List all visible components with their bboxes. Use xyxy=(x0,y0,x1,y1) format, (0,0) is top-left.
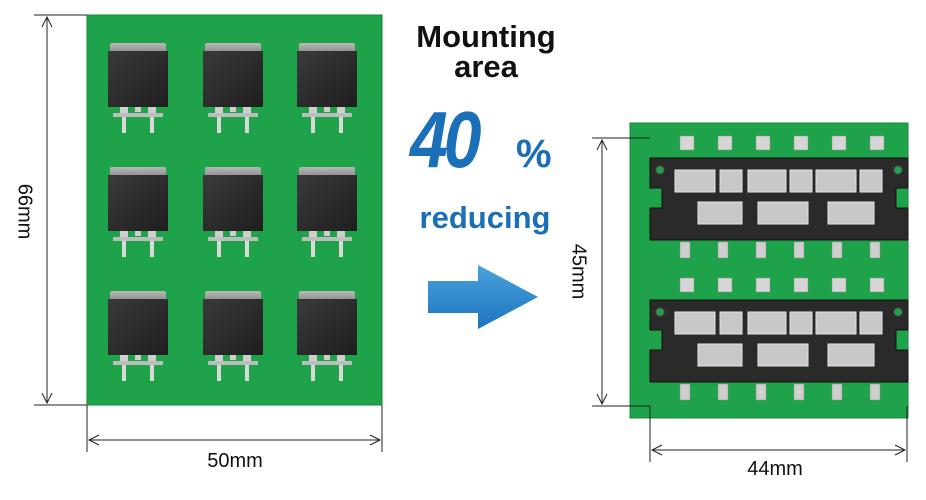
power-package xyxy=(108,43,168,133)
left-width-dimension xyxy=(86,405,383,452)
power-package xyxy=(108,291,168,381)
power-module xyxy=(649,135,909,259)
power-package xyxy=(297,43,357,133)
left-height-dimension xyxy=(34,14,87,406)
percent-figure: 40% xyxy=(410,100,580,180)
title-line-2: area xyxy=(454,49,518,84)
power-package xyxy=(297,167,357,257)
power-module xyxy=(649,277,909,401)
power-package xyxy=(203,43,263,133)
right-pcb-modules xyxy=(649,135,909,401)
title-line-1: Mounting xyxy=(416,19,556,54)
reducing-label: reducing xyxy=(419,200,551,235)
right-width-dimension xyxy=(649,406,908,462)
left-height-label: 66mm xyxy=(13,183,36,240)
left-width-label: 50mm xyxy=(207,450,263,472)
right-width-label: 44mm xyxy=(747,458,803,480)
power-package xyxy=(297,291,357,381)
power-package xyxy=(203,291,263,381)
percent-sign: % xyxy=(516,132,552,176)
power-package xyxy=(203,167,263,257)
right-pcb-diagram xyxy=(592,122,909,462)
right-arrow-icon xyxy=(428,265,538,329)
mounting-area-title: Mounting area xyxy=(386,19,586,84)
right-height-label: 45mm xyxy=(567,243,590,300)
left-pcb-packages xyxy=(108,43,357,381)
power-package xyxy=(108,167,168,257)
right-height-dimension xyxy=(592,137,650,407)
percent-number: 40 xyxy=(410,95,481,184)
left-pcb-diagram xyxy=(34,14,383,452)
